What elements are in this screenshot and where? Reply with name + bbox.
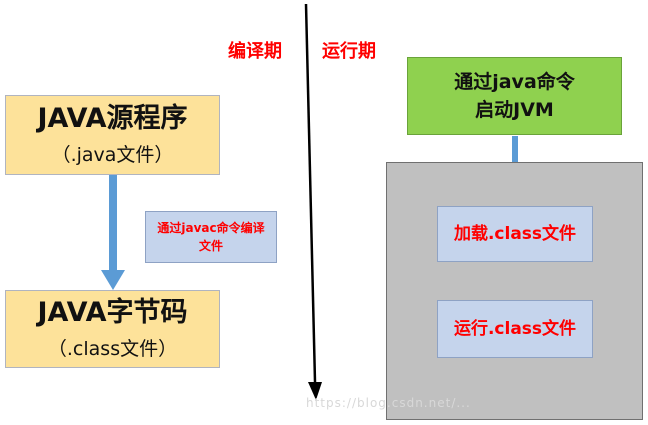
arrow-compile-head (101, 270, 125, 290)
jvm-launch-line2: 启动JVM (475, 99, 554, 121)
load-class-box: 加载.class文件 (437, 206, 593, 262)
watermark-text: https://blog.csdn.net/... (306, 396, 471, 410)
javac-step-label: 通过javac命令编译文件 (157, 221, 265, 253)
jvm-runtime-panel (386, 162, 643, 420)
java-bytecode-subtitle: （.class文件） (47, 338, 178, 360)
phase-runtime-label: 运行期 (322, 41, 376, 62)
java-bytecode-title: JAVA字节码 (37, 297, 188, 328)
java-source-box: JAVA源程序 （.java文件） (5, 95, 220, 175)
java-source-subtitle: （.java文件） (51, 144, 174, 166)
run-class-box: 运行.class文件 (437, 300, 593, 358)
javac-step-box: 通过javac命令编译文件 (145, 211, 277, 263)
load-class-label: 加载.class文件 (453, 224, 577, 244)
java-bytecode-box: JAVA字节码 （.class文件） (5, 290, 220, 368)
jvm-launch-box: 通过java命令 启动JVM (407, 57, 622, 135)
timeline-line (304, 3, 317, 383)
jvm-launch-line1: 通过java命令 (454, 71, 575, 93)
java-source-title: JAVA源程序 (37, 103, 188, 134)
phase-compile-label: 编译期 (228, 41, 282, 62)
timeline-arrowhead (308, 382, 322, 400)
run-class-label: 运行.class文件 (453, 319, 577, 339)
